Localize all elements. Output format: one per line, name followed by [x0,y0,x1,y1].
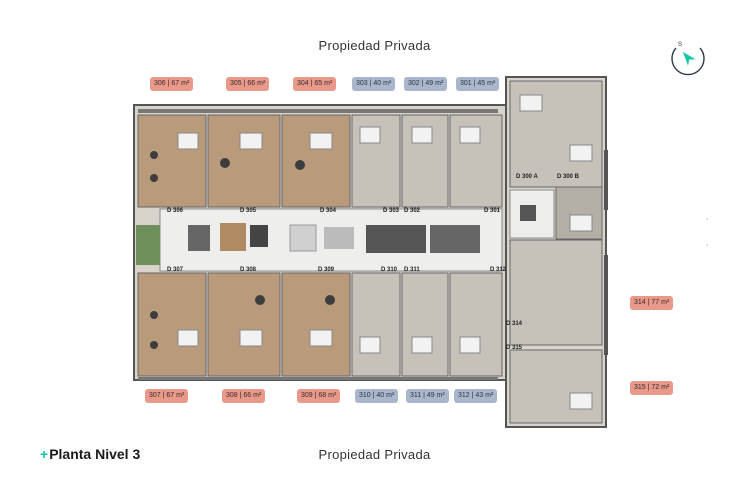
unit-label-305: D 305 [240,208,257,214]
tag-303: 303 | 40 m² [352,77,396,91]
tag-304: 304 | 65 m² [293,77,337,91]
footer-title: Propiedad Privada [318,447,431,462]
unit-label-308: D 308 [240,267,257,273]
tag-315: 315 | 72 m² [630,381,674,395]
tag-312: 312 | 43 m² [454,389,498,403]
unit-label-300b: D 300 B [557,174,580,180]
floor-plan [133,76,608,428]
unit-label-300a: D 300 A [516,174,538,180]
header-title: Propiedad Privada [318,38,431,53]
compass-letter: S [678,42,682,48]
unit-label-307: D 307 [167,267,184,273]
plan-title: +Planta Nivel 3 [40,446,140,462]
unit-label-314: D 314 [506,321,523,327]
tag-314: 314 | 77 m² [630,296,674,310]
units-top-row [137,114,503,208]
tag-310: 310 | 40 m² [355,389,399,403]
unit-label-315: D 315 [506,345,523,351]
unit-label-309: D 309 [318,267,335,273]
unit-label-310: D 310 [381,267,398,273]
tag-307: 307 | 67 m² [145,389,189,403]
compass-icon: S [671,42,705,76]
tag-306: 306 | 67 m² [150,77,194,91]
tag-309: 309 | 68 m² [297,389,341,403]
plan-name: Planta Nivel 3 [49,446,141,462]
unit-label-304: D 304 [320,208,337,214]
unit-label-306: D 306 [167,208,184,214]
unit-label-312: D 312 [490,267,507,273]
tag-311: 311 | 49 m² [406,389,449,403]
unit-label-302: D 302 [404,208,421,214]
tag-301: 301 | 45 m² [456,77,500,91]
unit-label-303: D 303 [383,208,400,214]
tag-308: 308 | 66 m² [222,389,266,403]
dot-marker: · [706,216,709,223]
unit-label-311: D 311 [404,267,420,273]
tag-302: 302 | 49 m² [404,77,448,91]
plus-icon: + [40,446,49,462]
dot-marker: · [706,242,709,249]
units-bottom-row [137,272,503,377]
tag-305: 305 | 66 m² [226,77,270,91]
unit-label-301: D 301 [484,208,501,214]
